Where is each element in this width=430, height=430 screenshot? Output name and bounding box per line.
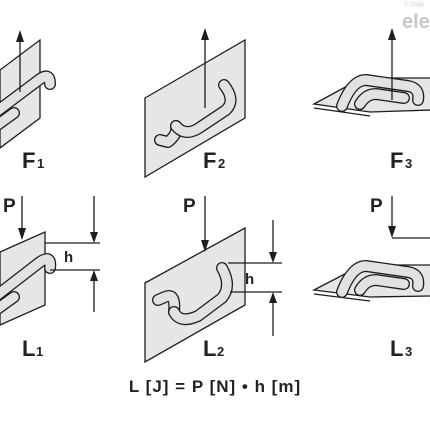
label-letter: L <box>22 336 35 361</box>
panel-f1: F 1 <box>0 30 56 173</box>
label-index: 2 <box>218 156 225 171</box>
arrow-head <box>201 240 209 252</box>
panel-l1: P h L 1 <box>0 196 100 361</box>
label-index: 1 <box>36 344 43 359</box>
label-index: 3 <box>405 344 412 359</box>
force-label: P <box>3 196 16 217</box>
label-letter: L <box>390 336 403 361</box>
grip-handle <box>154 79 237 148</box>
arrow-head <box>388 226 396 238</box>
label-index: 1 <box>37 156 44 171</box>
panel-f3: F 3 <box>311 28 430 173</box>
arrow-head <box>90 270 98 281</box>
label-l3: L 3 <box>390 336 412 361</box>
label-letter: F <box>203 148 216 173</box>
arrow-head <box>90 232 98 243</box>
force-label: P <box>370 196 383 217</box>
label-index: 3 <box>405 156 412 171</box>
grip-handle <box>0 70 56 131</box>
dimension-h: h <box>45 196 100 312</box>
grip-handle <box>0 253 57 315</box>
grip-handle <box>152 262 233 326</box>
label-l2: L 2 <box>203 336 224 361</box>
arrow-head <box>18 228 26 240</box>
arrow-head <box>269 292 277 303</box>
panel-l3: P L 3 <box>311 196 430 361</box>
label-f3: F 3 <box>390 148 412 173</box>
watermark-copyright: © Copy <box>404 1 424 8</box>
arrow-head <box>16 30 24 42</box>
work-formula: L [J] = P [N] • h [m] <box>129 377 301 396</box>
label-index: 2 <box>217 344 224 359</box>
mounting-plate <box>144 226 246 364</box>
grip-handle <box>336 260 425 298</box>
label-letter: F <box>22 148 35 173</box>
label-letter: F <box>390 148 403 173</box>
watermark-logo: ele <box>402 11 430 33</box>
grip-handle <box>336 74 425 112</box>
arrow-head <box>269 252 277 263</box>
panel-f2: F 2 <box>144 28 246 179</box>
force-label: P <box>183 196 196 217</box>
arrow-head <box>388 28 396 40</box>
dimension-h: h <box>228 220 282 336</box>
label-l1: L 1 <box>22 336 43 361</box>
label-f1: F 1 <box>22 148 44 173</box>
dimension-label: h <box>64 249 73 266</box>
label-f2: F 2 <box>203 148 225 173</box>
dimension-label: h <box>245 271 254 288</box>
arrow-head <box>201 28 209 40</box>
panel-l2: P h L 2 <box>144 196 282 364</box>
label-letter: L <box>203 336 216 361</box>
